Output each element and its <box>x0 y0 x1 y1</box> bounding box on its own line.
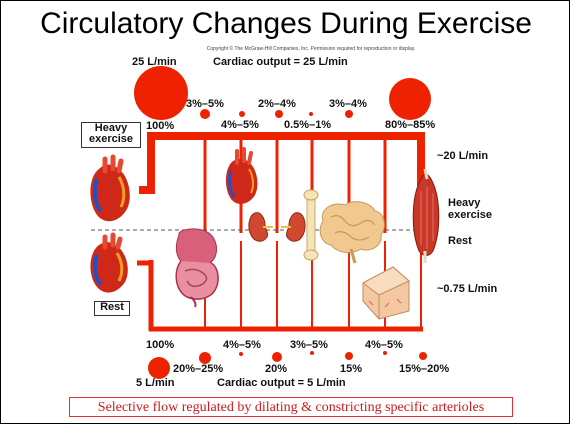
brain-icon <box>320 202 384 263</box>
heavy-pct-heart: 4%–5% <box>221 119 259 131</box>
heart-rest-icon <box>90 235 127 293</box>
heavy-flow-circle-bone <box>309 112 313 116</box>
heavy-pct-brain: 3%–4% <box>329 98 367 110</box>
rest-pct-kidney: 20% <box>265 363 287 375</box>
heavy-flow-circle-muscle <box>389 78 431 120</box>
rest-total-flow: 5 L/min <box>136 377 175 389</box>
rest-flow-circle-heart <box>239 352 243 356</box>
heavy-pct-total: 100% <box>146 120 174 132</box>
digestive-tract-icon <box>176 229 218 307</box>
rest-flow-circle-muscle <box>419 352 427 360</box>
rest-flow-circle-brain <box>345 352 353 360</box>
heavy-total-flow-circle <box>134 66 188 120</box>
rest-pct-muscle: 15%–20% <box>399 363 449 375</box>
heavy-pct-muscle: 80%–85% <box>385 119 435 131</box>
heavy-total-flow: 25 L/min <box>132 56 177 68</box>
rest-muscle-flow: ~0.75 L/min <box>437 283 497 295</box>
heavy-pct-kidney: 2%–4% <box>258 98 296 110</box>
heavy-flow-circle-brain <box>345 110 353 118</box>
rest-pct-heart: 4%–5% <box>223 339 261 351</box>
skin-icon <box>363 267 409 319</box>
heavy-pct-digestive: 3%–5% <box>186 98 224 110</box>
rest-pct-total: 100% <box>146 339 174 351</box>
rest-flow-circle-kidney <box>272 352 282 362</box>
muscle-rest-label: Rest <box>448 235 472 247</box>
heavy-muscle-flow: ~20 L/min <box>437 150 488 162</box>
rest-total-flow-circle <box>148 357 170 379</box>
heavy-cardiac-output: Cardiac output = 25 L/min <box>213 56 348 68</box>
heavy-pct-bone: 0.5%–1% <box>284 119 331 131</box>
heavy-exercise-state-label: Heavy exercise <box>81 122 141 148</box>
rest-pct-bone: 3%–5% <box>290 339 328 351</box>
heart-heavy-icon <box>90 157 129 221</box>
caption-box: Selective flow regulated by dilating & c… <box>69 397 513 417</box>
rest-flow-circle-bone <box>310 351 314 355</box>
heavy-flow-circle-kidney <box>275 110 283 118</box>
rest-pct-skin: 4%–5% <box>365 339 403 351</box>
heavy-flow-circle-digestive <box>200 109 210 119</box>
heavy-flow-circle-heart <box>239 111 245 117</box>
rest-state-label: Rest <box>94 301 130 316</box>
muscle-heavy-exercise-label: Heavy exercise <box>448 197 508 221</box>
rest-flow-circle-skin <box>383 351 387 355</box>
rest-pct-brain: 15% <box>340 363 362 375</box>
rest-cardiac-output: Cardiac output = 5 L/min <box>217 377 346 389</box>
rest-pct-digestive: 20%–25% <box>173 363 223 375</box>
bone-icon <box>304 190 318 260</box>
